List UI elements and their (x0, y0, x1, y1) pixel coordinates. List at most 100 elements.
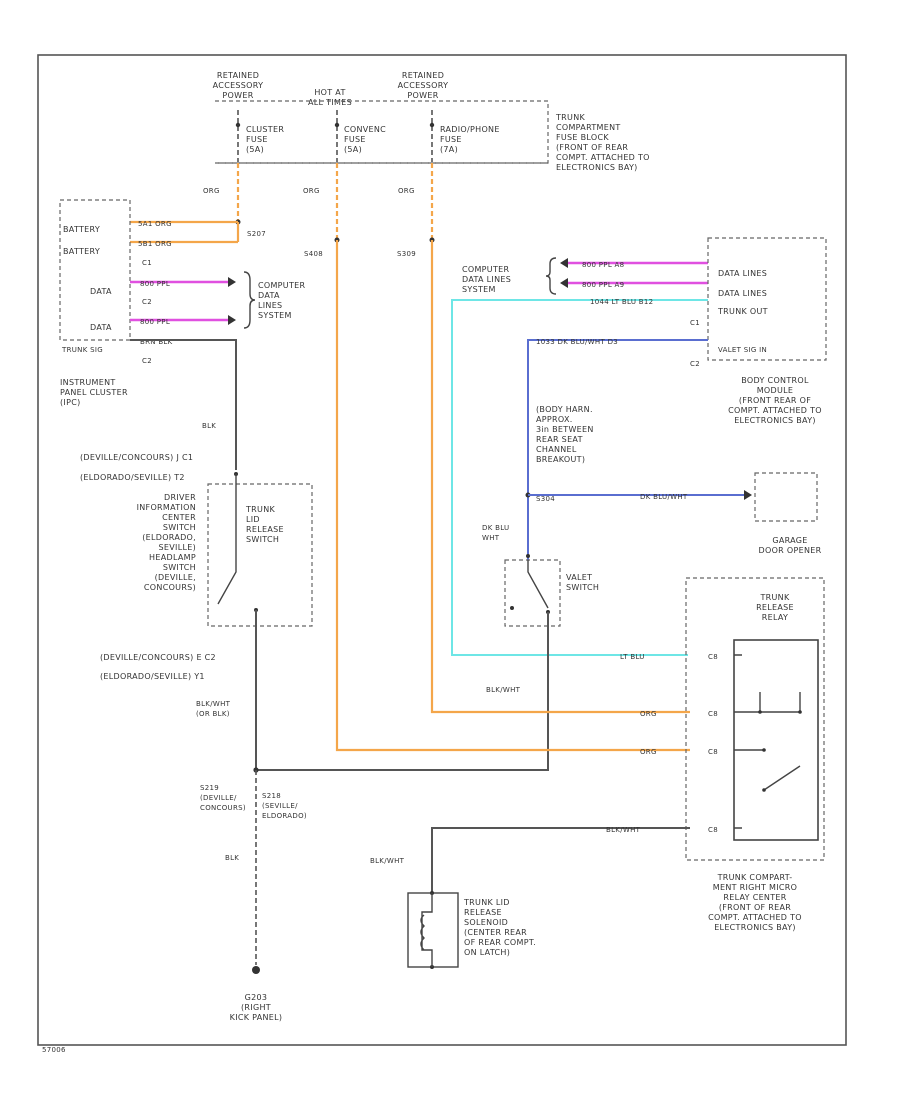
ipc-c2: C2 (142, 298, 152, 306)
wire-ltblu-trunk-out (451, 299, 708, 656)
relay-center-box (685, 577, 825, 861)
valet-switch-contact (527, 560, 549, 609)
wire-org-radio-to-relay (430, 240, 690, 714)
relay-dot-1 (758, 710, 762, 714)
bcm-valet-sig: VALET SIG IN (718, 346, 767, 354)
diagram-frame (37, 54, 847, 1046)
relay-dot-3 (762, 748, 766, 752)
garage-door-opener-box (754, 472, 818, 522)
wire-label-org-5: ORG (640, 748, 657, 756)
splice-label-s207: S207 (247, 230, 266, 238)
bcm-data-lines-1: DATA LINES (718, 269, 767, 278)
solenoid-coil (420, 893, 433, 967)
fuse-dot-convenc (334, 122, 340, 128)
relay-inner-box (733, 639, 819, 841)
wire-org-convenc-to-relay (335, 240, 690, 752)
wire-blk-valet (256, 612, 549, 771)
trunk-lid-switch-contact (217, 474, 237, 605)
wire-label-org-4: ORG (640, 710, 657, 718)
wire-label-blk-wht-4: BLK/WHT (370, 857, 405, 865)
wire-label-1033: 1033 DK BLU/WHT D3 (536, 338, 618, 346)
bcm-trunk-out: TRUNK OUT (717, 307, 768, 316)
wire-label-5b1: 5B1 ORG (138, 240, 172, 248)
deville-c2-label: (DEVILLE/CONCOURS) E C2 (100, 653, 216, 662)
relay-dot-4 (762, 788, 766, 792)
figure-code: 57006 (42, 1046, 66, 1054)
splice-label-s304: S304 (536, 495, 555, 503)
wire-org-s207-split (130, 220, 240, 244)
relay-pin-4: C8 (708, 826, 718, 834)
ipc-box (59, 199, 131, 341)
bcm-c2: C2 (690, 360, 700, 368)
arrow-ppl-4 (560, 278, 568, 288)
wire-label-lt-blu: LT BLU (620, 653, 645, 661)
wire-label-1044: 1044 LT BLU B12 (590, 298, 653, 306)
wire-blk-solenoid (431, 827, 690, 893)
wire-label-blk-2: BLK (225, 854, 239, 862)
fuse-dot-cluster (235, 122, 241, 128)
relay-pin-2: C8 (708, 710, 718, 718)
ipc-battery-2: BATTERY (63, 247, 100, 256)
eldorado-c1-label: (ELDORADO/SEVILLE) T2 (80, 473, 185, 482)
valet-switch-dot-top (526, 554, 530, 558)
arrow-ppl-1 (228, 277, 236, 287)
valet-switch-dot-left (510, 606, 514, 610)
wire-label-800-c: 800 PPL A8 (582, 261, 624, 269)
wire-label-brn-blk: BRN BLK (140, 338, 173, 346)
arrow-ppl-2 (228, 315, 236, 325)
fuse-block-outline (215, 100, 549, 164)
solenoid-box (407, 892, 459, 968)
relay-pin-1: C8 (708, 653, 718, 661)
relay-pin-3: C8 (708, 748, 718, 756)
splice-label-s408: S408 (304, 250, 323, 258)
ipc-data-2: DATA (90, 323, 112, 332)
wire-label-5a1: 5A1 ORG (138, 220, 172, 228)
trunk-lid-switch-box (207, 483, 313, 627)
wire-dkblu-valet (527, 339, 708, 560)
arrow-ppl-3 (560, 258, 568, 268)
wire-label-blk-wht-1: BLK/WHT (486, 686, 521, 694)
bcm-data-lines-2: DATA LINES (718, 289, 767, 298)
brace-right (545, 257, 557, 295)
splice-label-s219: S219(DEVILLE/CONCOURS) (200, 784, 246, 812)
relay-coil (734, 654, 801, 829)
valet-switch-box (504, 559, 561, 627)
wire-label-800-b: 800 PPL (140, 318, 170, 326)
wire-label-dk-blu-wht: DK BLU/WHT (640, 493, 688, 501)
ground-g203 (252, 966, 260, 974)
deville-c1-label: (DEVILLE/CONCOURS) J C1 (80, 453, 193, 462)
bcm-box (707, 237, 827, 361)
wire-label-org-2: ORG (303, 187, 320, 195)
bcm-c1: C1 (690, 319, 700, 327)
ipc-battery-1: BATTERY (63, 225, 100, 234)
splice-label-s309: S309 (397, 250, 416, 258)
ipc-c2-bottom: C2 (142, 357, 152, 365)
eldorado-c2-label: (ELDORADO/SEVILLE) Y1 (100, 672, 205, 681)
ipc-data-1: DATA (90, 287, 112, 296)
brace-left (243, 271, 256, 329)
relay-dot-2 (798, 710, 802, 714)
wire-label-blk-wht-2: BLK/WHT(OR BLK) (196, 700, 231, 718)
ipc-trunk-sig: TRUNK SIG (61, 346, 103, 354)
